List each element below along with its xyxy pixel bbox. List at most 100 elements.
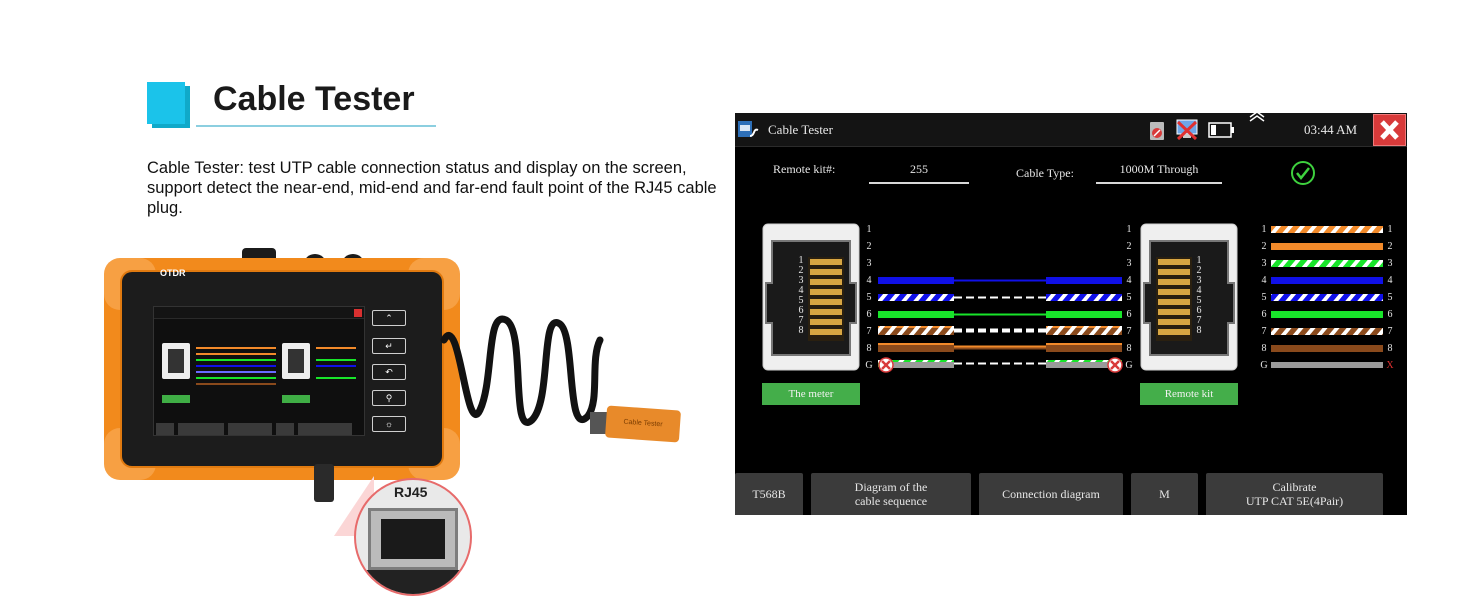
window-title: Cable Tester <box>768 122 833 137</box>
mini-wire <box>196 371 276 373</box>
remote-wire-ground <box>1271 362 1383 368</box>
section-title: Cable Tester <box>147 80 437 130</box>
pin-number: 4 <box>1196 285 1202 296</box>
network-disconnected-icon <box>1176 119 1198 141</box>
mini-wire <box>316 347 356 349</box>
mini-wire <box>196 359 276 361</box>
tab-mode[interactable]: M <box>1131 473 1198 515</box>
rj45-jack <box>368 508 458 570</box>
remote-tester-unit: Cable Tester <box>604 405 682 443</box>
wire-label: 5 <box>866 292 872 303</box>
enter-key-icon: ↵ <box>372 338 406 354</box>
wire-label: 2 <box>1387 241 1393 252</box>
mini-close-icon <box>354 309 362 317</box>
wire-label: 6 <box>866 309 872 320</box>
ground-fail-mark: X <box>1386 360 1394 371</box>
title-accent-square <box>147 82 185 124</box>
wire-label: 5 <box>1261 292 1267 303</box>
wire-label: 4 <box>1387 275 1393 286</box>
mini-rj45-icon <box>282 343 310 379</box>
light-key-icon: ☼ <box>372 416 406 432</box>
wire-label: 4 <box>1126 275 1132 286</box>
clock: 03:44 AM <box>1304 122 1358 137</box>
mini-tab <box>298 423 352 435</box>
wire-label: 8 <box>1126 343 1132 354</box>
wire-label: 1 <box>866 224 872 235</box>
coiled-cable <box>440 315 604 426</box>
wire-label: 8 <box>866 343 872 354</box>
rj45-jack-opening <box>381 519 445 559</box>
ground-fail-icon <box>878 357 894 373</box>
meter-rj45-port: 1 2 3 4 5 6 7 8 <box>762 223 860 371</box>
mini-tab <box>178 423 224 435</box>
wire-map-lines <box>878 226 1383 373</box>
wire-label: 3 <box>1126 258 1132 269</box>
mini-wire <box>196 347 276 349</box>
tab-standard[interactable]: T568B <box>735 473 803 515</box>
rj45-port-icon <box>762 223 860 371</box>
mini-wire <box>196 353 276 355</box>
cable-tester-app-icon <box>738 121 759 137</box>
pin-number: 3 <box>1196 275 1202 286</box>
mini-wire <box>316 365 356 367</box>
chevron-up-icon[interactable] <box>1247 113 1267 123</box>
rj45-port-icon <box>1140 223 1238 371</box>
remote-kit-label: Remote kit#: <box>773 162 836 176</box>
tab-calibrate[interactable]: Calibrate UTP CAT 5E(4Pair) <box>1206 473 1383 515</box>
pin-number: 6 <box>1196 305 1202 316</box>
check-circle-icon <box>1291 161 1315 185</box>
wire-label: 7 <box>866 326 872 337</box>
pin-number: 1 <box>1196 255 1202 266</box>
meter-button[interactable]: The meter <box>762 383 860 405</box>
pin-number: 7 <box>798 315 804 326</box>
close-button[interactable] <box>1373 114 1406 146</box>
wire-label: 6 <box>1387 309 1393 320</box>
wire-label: 7 <box>1261 326 1267 337</box>
pin-number: 8 <box>1196 325 1202 336</box>
wire-label: 1 <box>1387 224 1393 235</box>
wire-label: 1 <box>1261 224 1267 235</box>
remote-kit-button[interactable]: Remote kit <box>1140 383 1238 405</box>
pin-number: 7 <box>1196 315 1202 326</box>
page-description: Cable Tester: test UTP cable connection … <box>147 159 717 217</box>
wire-label: 5 <box>1126 292 1132 303</box>
wire-8 <box>878 345 1122 352</box>
wire-label: 8 <box>1261 343 1267 354</box>
remote-wire-6 <box>1271 311 1383 318</box>
pin-number: 5 <box>1196 295 1202 306</box>
battery-icon <box>1208 122 1234 138</box>
cable-type-value: 1000M Through <box>1096 162 1222 184</box>
pin-number: 1 <box>798 255 804 266</box>
tab-label: UTP CAT 5E(4Pair) <box>1245 494 1344 508</box>
device-mini-screen <box>153 306 365 436</box>
mini-topbar <box>154 307 364 319</box>
wire-label: 5 <box>1387 292 1393 303</box>
cable-tester-screen: Cable Tester 03:44 AM <box>735 113 1407 515</box>
mini-remote-button <box>282 395 310 403</box>
wire-label: G <box>1125 360 1133 371</box>
tab-connection-diagram[interactable]: Connection diagram <box>979 473 1123 515</box>
back-key-icon: ↶ <box>372 364 406 380</box>
ground-fail-icon <box>1107 357 1123 373</box>
wire-7 <box>878 328 1122 335</box>
pin-number: 3 <box>798 275 804 286</box>
sd-card-icon <box>1150 122 1164 140</box>
mini-tab <box>276 423 294 435</box>
pin-number: 2 <box>798 265 804 276</box>
home-key-icon: ⌃ <box>372 310 406 326</box>
remote-wire-8 <box>1271 345 1383 352</box>
mini-wire <box>196 365 276 367</box>
jack-label: RJ45 <box>394 484 428 500</box>
rj45-jack-zoom: RJ45 <box>354 478 472 596</box>
mini-wire <box>316 377 356 379</box>
pin-number: 8 <box>798 325 804 336</box>
cable-type-label: Cable Type: <box>1016 166 1074 180</box>
tab-cable-sequence[interactable]: Diagram of the cable sequence <box>811 473 971 515</box>
remote-wire-3 <box>1271 260 1383 267</box>
tab-label: M <box>1159 487 1170 501</box>
wire-label: G <box>1260 360 1268 371</box>
title-bar: Cable Tester 03:44 AM <box>735 113 1407 147</box>
wire-label: 4 <box>866 275 872 286</box>
wire-label: 3 <box>1261 258 1267 269</box>
wire-label: G <box>865 360 873 371</box>
